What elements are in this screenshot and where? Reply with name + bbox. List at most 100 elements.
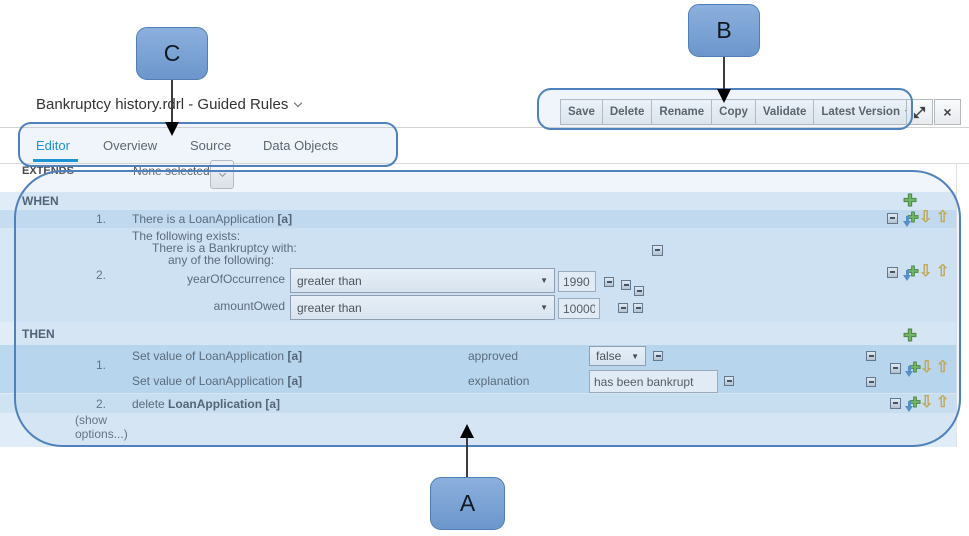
arrow-up-head — [460, 424, 474, 438]
toolbar: Save Delete Rename Copy Validate Latest … — [560, 99, 919, 125]
row-number: 2. — [95, 397, 106, 411]
fact-binding: [a] — [287, 374, 303, 388]
select-caret-icon: ▼ — [540, 303, 548, 312]
pattern-line: There is a Bankruptcy with: — [152, 241, 297, 255]
any-of-line: any of the following: — [168, 253, 275, 267]
callout-a: A — [430, 477, 505, 530]
callout-a-label: A — [459, 490, 476, 516]
remove-row-button[interactable] — [890, 363, 901, 374]
action-value-select[interactable]: false▼ — [589, 346, 646, 366]
callout-c: C — [136, 27, 208, 80]
remove-value-button[interactable] — [618, 303, 628, 313]
exists-line: The following exists: — [132, 229, 241, 243]
copy-button[interactable]: Copy — [711, 99, 756, 125]
when-row-1 — [0, 210, 956, 228]
extends-dropdown-button[interactable] — [210, 160, 234, 189]
remove-field-button[interactable] — [724, 376, 734, 386]
tabbar-divider — [0, 163, 969, 164]
move-down-icon[interactable]: ⇩ — [920, 394, 934, 411]
add-after-button[interactable] — [904, 361, 921, 377]
blue-down-arrow-icon — [905, 406, 913, 412]
then-row-2 — [0, 394, 956, 413]
page-title: Bankruptcy history.rdrl - Guided Rules — [36, 96, 303, 113]
active-tab-underline — [33, 159, 78, 162]
extends-value: None selected — [133, 164, 210, 178]
validate-button[interactable]: Validate — [754, 99, 815, 125]
move-up-icon[interactable]: ⇧ — [936, 359, 950, 376]
blue-down-arrow-icon — [903, 221, 911, 227]
close-icon: × — [943, 104, 952, 120]
then-row-1 — [0, 345, 956, 393]
remove-row-button[interactable] — [887, 267, 898, 278]
tab-overview[interactable]: Overview — [103, 138, 158, 153]
move-down-icon[interactable]: ⇩ — [920, 359, 934, 376]
fact-binding: LoanApplication [a] — [168, 397, 281, 411]
remove-pattern-button[interactable] — [652, 245, 663, 256]
tab-editor[interactable]: Editor — [36, 138, 70, 153]
add-condition-button[interactable] — [903, 193, 917, 212]
arrow-down-head — [717, 89, 731, 103]
show-options-link[interactable]: (show options...) — [75, 413, 128, 441]
header-divider — [0, 127, 969, 128]
move-down-icon[interactable]: ⇩ — [919, 263, 933, 280]
condition-field-label: amountOwed — [213, 299, 285, 313]
plus-icon — [903, 193, 917, 207]
callout-b-label: B — [716, 17, 732, 43]
remove-value-button[interactable] — [604, 277, 614, 287]
condition-value-input[interactable] — [558, 298, 600, 319]
remove-field-button[interactable] — [653, 351, 663, 361]
when-row-1-text: There is a LoanApplication [a] — [132, 212, 293, 226]
add-after-button[interactable] — [902, 211, 919, 227]
plus-icon — [907, 211, 919, 223]
arrow-line — [466, 438, 468, 478]
chevron-down-icon[interactable] — [294, 98, 303, 108]
add-after-button[interactable] — [902, 265, 919, 281]
arrow-down-head — [165, 122, 179, 136]
remove-action-button[interactable] — [866, 377, 876, 387]
plus-icon — [909, 361, 921, 373]
remove-row-button[interactable] — [890, 398, 901, 409]
remove-condition-button[interactable] — [633, 303, 643, 313]
move-down-icon[interactable]: ⇩ — [919, 209, 933, 226]
condition-value-input[interactable] — [558, 271, 596, 292]
move-up-icon[interactable]: ⇧ — [936, 394, 950, 411]
expand-arrows-icon — [913, 106, 926, 118]
action-value-input[interactable] — [589, 370, 718, 393]
version-dropdown-button[interactable]: Latest Version — [813, 99, 919, 125]
add-after-button[interactable] — [904, 396, 921, 412]
tab-source[interactable]: Source — [190, 138, 232, 153]
fact-binding: [a] — [287, 349, 303, 363]
blue-down-arrow-icon — [903, 275, 911, 281]
select-caret-icon: ▼ — [540, 276, 548, 285]
plus-icon — [903, 328, 917, 342]
plus-icon — [907, 265, 919, 277]
chevron-down-icon — [218, 169, 226, 177]
delete-button[interactable]: Delete — [601, 99, 653, 125]
save-button[interactable]: Save — [560, 99, 603, 125]
expand-button[interactable] — [906, 99, 933, 125]
move-up-icon[interactable]: ⇧ — [936, 209, 950, 226]
operator-select[interactable]: greater than▼ — [290, 295, 555, 320]
row-number: 2. — [95, 268, 106, 282]
rename-button[interactable]: Rename — [651, 99, 713, 125]
close-button[interactable]: × — [934, 99, 961, 125]
remove-condition-button[interactable] — [634, 286, 644, 296]
remove-condition-button[interactable] — [621, 280, 631, 290]
when-label: WHEN — [22, 194, 59, 208]
arrow-line — [171, 80, 173, 123]
action-text: Set value of LoanApplication [a] — [132, 374, 303, 388]
select-caret-icon: ▼ — [631, 351, 639, 361]
add-action-button[interactable] — [903, 328, 917, 347]
move-up-icon[interactable]: ⇧ — [936, 263, 950, 280]
callout-b: B — [688, 4, 760, 57]
row-number: 1. — [95, 212, 106, 226]
then-label: THEN — [22, 327, 55, 341]
callout-c-label: C — [163, 40, 181, 66]
tab-data-objects[interactable]: Data Objects — [263, 138, 339, 153]
remove-row-button[interactable] — [887, 213, 898, 224]
remove-action-button[interactable] — [866, 351, 876, 361]
delete-action-text: delete LoanApplication [a] — [132, 397, 281, 411]
plus-icon — [909, 396, 921, 408]
operator-select[interactable]: greater than▼ — [290, 268, 555, 293]
